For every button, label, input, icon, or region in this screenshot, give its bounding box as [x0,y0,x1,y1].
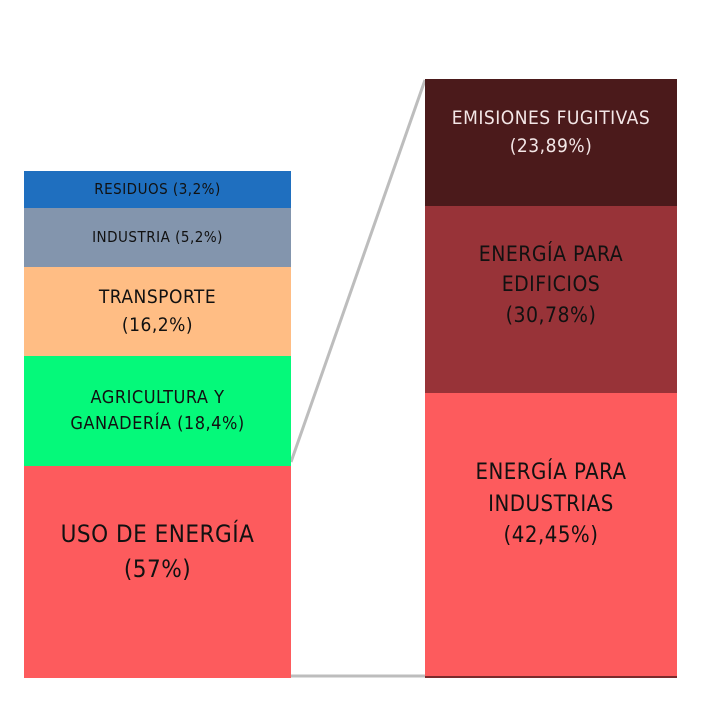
value-transporte: (16,2%) [121,313,194,336]
label-industria: INDUSTRIA (5,2%) [92,227,223,246]
segment-emisiones-fugitivas: EMISIONES FUGITIVAS (23,89%) [425,79,677,206]
label-emisiones: EMISIONES FUGITIVAS [451,106,651,129]
label-industrias-1: ENERGÍA PARA [475,459,627,485]
label-agricultura: AGRICULTURA Y [90,386,225,408]
label-transporte: TRANSPORTE [98,285,217,308]
label-residuos: RESIDUOS (3,2%) [94,179,221,198]
segment-uso-energia: USO DE ENERGÍA (57%) [24,466,291,678]
value-edificios: (30,78%) [505,302,597,327]
segment-residuos: RESIDUOS (3,2%) [24,171,291,208]
segment-transporte: TRANSPORTE (16,2%) [24,267,291,356]
segment-energia-industrias: ENERGÍA PARA INDUSTRIAS (42,45%) [425,393,677,678]
segment-agricultura: AGRICULTURA Y GANADERÍA (18,4%) [24,356,291,466]
value-uso-energia: (57%) [123,555,192,583]
label-uso-energia: USO DE ENERGÍA [60,520,255,549]
label-edificios-2: EDIFICIOS [501,272,601,297]
value-industrias: (42,45%) [503,523,599,549]
segment-industria: INDUSTRIA (5,2%) [24,208,291,267]
segment-energia-edificios: ENERGÍA PARA EDIFICIOS (30,78%) [425,206,677,393]
value-emisiones: (23,89%) [509,134,593,157]
value-agricultura: GANADERÍA (18,4%) [70,413,245,434]
label-edificios-1: ENERGÍA PARA [478,241,624,266]
label-industrias-2: INDUSTRIAS [488,491,614,517]
